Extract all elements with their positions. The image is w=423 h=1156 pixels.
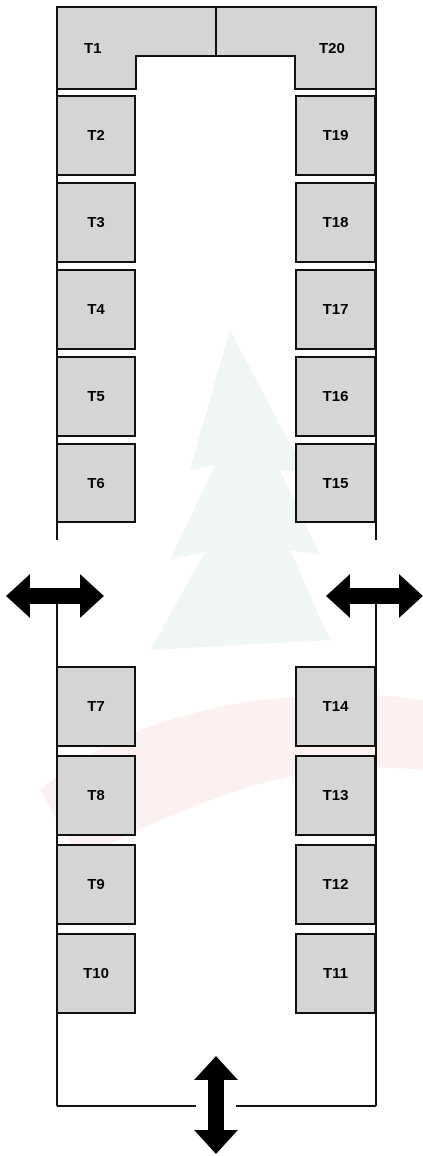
table-t16[interactable]: T16 xyxy=(295,356,376,437)
table-t6-label: T6 xyxy=(87,474,105,492)
table-t3-label: T3 xyxy=(87,214,105,231)
table-t11-label: T11 xyxy=(322,965,349,982)
table-t14[interactable]: T14 xyxy=(295,666,376,747)
table-t14-label: T14 xyxy=(322,698,349,715)
table-t5-label: T5 xyxy=(87,388,105,405)
table-t17[interactable]: T17 xyxy=(295,269,376,350)
table-t2[interactable]: T2 xyxy=(56,95,136,176)
table-t19-label: T19 xyxy=(322,127,349,144)
table-t13-label: T13 xyxy=(322,787,349,804)
table-t8-label: T8 xyxy=(87,787,105,804)
table-t8[interactable]: T8 xyxy=(56,755,136,836)
table-t12[interactable]: T12 xyxy=(295,844,376,925)
table-t3[interactable]: T3 xyxy=(56,182,136,263)
table-t9[interactable]: T9 xyxy=(56,844,136,925)
left-exit-double-arrow-icon xyxy=(6,574,104,618)
table-t1-shape[interactable] xyxy=(56,6,218,90)
table-t2-label: T2 xyxy=(87,127,105,144)
table-t16-label: T16 xyxy=(322,388,349,405)
table-t7-label: T7 xyxy=(87,698,105,715)
table-t4[interactable]: T4 xyxy=(56,269,136,350)
table-t20-label: T20 xyxy=(319,40,345,57)
table-t10-label: T10 xyxy=(83,965,109,982)
table-t18[interactable]: T18 xyxy=(295,182,376,263)
table-t13[interactable]: T13 xyxy=(295,755,376,836)
table-t10[interactable]: T10 xyxy=(56,933,136,1014)
table-t18-label: T18 xyxy=(322,214,349,231)
table-t9-label: T9 xyxy=(87,876,105,893)
table-t11[interactable]: T11 xyxy=(295,933,376,1014)
table-t4-label: T4 xyxy=(87,301,105,318)
table-t12-label: T12 xyxy=(322,876,349,893)
table-t15-label: T15 xyxy=(322,474,349,492)
table-t6[interactable]: T6 xyxy=(56,443,136,523)
table-t20-shape[interactable] xyxy=(215,6,377,90)
table-t17-label: T17 xyxy=(322,301,349,318)
table-t7[interactable]: T7 xyxy=(56,666,136,747)
table-t1-label: T1 xyxy=(84,40,102,57)
table-t5[interactable]: T5 xyxy=(56,356,136,437)
table-t19[interactable]: T19 xyxy=(295,95,376,176)
right-exit-double-arrow-icon xyxy=(326,574,423,618)
bottom-exit-double-arrow-icon xyxy=(194,1056,238,1154)
table-t15[interactable]: T15 xyxy=(295,443,376,523)
